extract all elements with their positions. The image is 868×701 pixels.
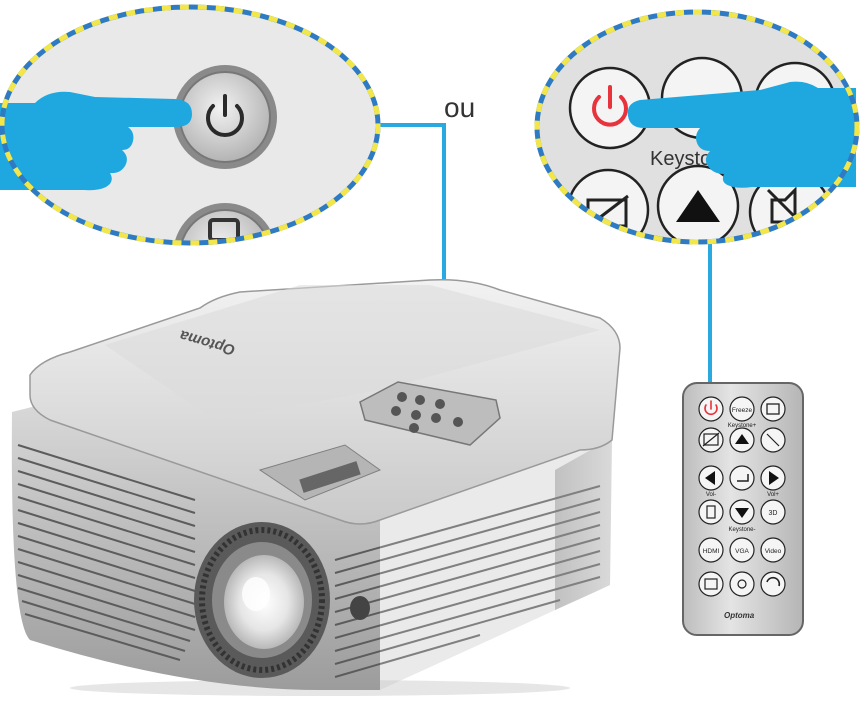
pointing-hand-icon — [627, 81, 856, 188]
remote-control: Freeze Keystone+ Vol- Vol+ 3D Keystone- … — [682, 382, 804, 636]
remote-vol-plus-label: Vol+ — [767, 492, 779, 498]
remote-brand: Optoma — [724, 611, 755, 620]
projector-control-panel — [359, 381, 501, 446]
remote-vol-minus-label: Vol- — [706, 492, 716, 498]
remote-vga-label: VGA — [735, 548, 749, 555]
remote-hdmi-button[interactable] — [698, 537, 724, 563]
projector-panel-buttons[interactable] — [391, 392, 463, 433]
remote-menu-button[interactable] — [698, 499, 724, 525]
remote-resync-button[interactable] — [760, 571, 786, 597]
remote-keystone-plus-label: Keystone+ — [728, 423, 757, 429]
pointing-hand-icon — [0, 91, 192, 191]
power-icon — [206, 94, 244, 138]
remote-hdmi-label: HDMI — [703, 548, 720, 555]
power-icon — [704, 400, 718, 416]
front-vents — [17, 444, 601, 678]
remote-video-label: Video — [765, 548, 782, 555]
projector-lens — [194, 522, 330, 678]
remote-vga-button[interactable] — [729, 537, 755, 563]
remote-enter-button[interactable] — [729, 465, 755, 491]
power-icon — [592, 85, 628, 127]
ir-sensor — [350, 596, 370, 620]
remote-freeze-button[interactable] — [729, 396, 755, 422]
remote-freeze-label: Freeze — [732, 407, 753, 414]
projector: Optoma — [11, 278, 621, 696]
remote-aspect-button[interactable] — [760, 396, 786, 422]
remote-brightness-button[interactable] — [729, 571, 755, 597]
zoom-projector-button — [0, 4, 381, 246]
zoom-remote-buttons: Keystone — [534, 9, 860, 245]
connector-or-label: ou — [444, 92, 476, 123]
remote-3d-label: 3D — [769, 510, 778, 517]
remote-video-button[interactable] — [760, 537, 786, 563]
remote-source-button[interactable] — [698, 571, 724, 597]
remote-3d-button[interactable] — [760, 499, 786, 525]
remote-keystone-minus-label: Keystone- — [728, 527, 755, 533]
